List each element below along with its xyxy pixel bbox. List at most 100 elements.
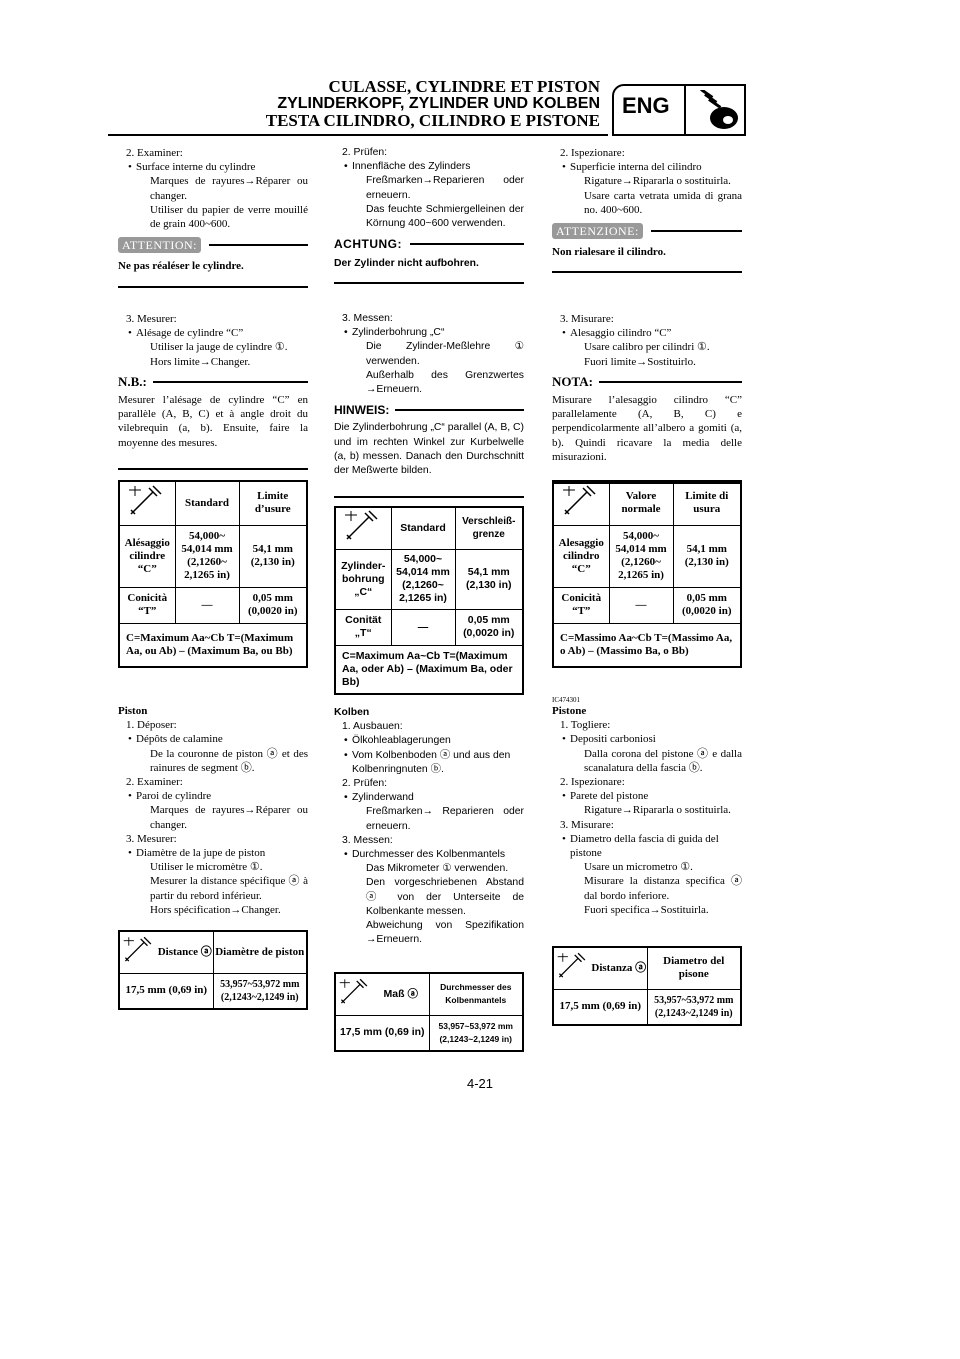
bullet-item: Ölkohleablagerungen <box>334 734 524 748</box>
piston-icon <box>700 90 738 129</box>
bullet-item: Diametro della fascia di guida del pisto… <box>552 832 742 860</box>
step-text: 3. Mesurer: <box>126 832 177 845</box>
note-label: HINWEIS: <box>334 403 390 418</box>
section-title: Piston <box>118 705 148 717</box>
note-rule <box>395 409 524 412</box>
formula: C=Massimo Aa~Cb T=(Massimo Aa, o Ab) – (… <box>552 622 742 668</box>
row-limit: 0,05 mm (0,0020 in) <box>672 586 742 624</box>
spec-table: Standard Limite d’usure Alésaggio cilind… <box>118 480 308 668</box>
body-text: Außerhalb des Grenzwertes →Erneuern. <box>366 369 524 396</box>
body-text: Dalla corona del pistone ⓐ e dalla scana… <box>584 747 742 774</box>
body-text: Abweichung von Spezifikation →Erneuern. <box>366 920 524 946</box>
bullet-item: Parete del pistone <box>552 789 742 803</box>
fr-spec-table: Standard Limite d’usure Alésaggio cilind… <box>118 480 308 668</box>
section-titles: CULASSE, CYLINDRE ET PISTON ZYLINDERKOPF… <box>266 78 600 129</box>
bullet-item: Dépôts de calamine <box>118 732 308 746</box>
step-text: 1. Ausbauen: <box>342 721 403 733</box>
header-standard: Standard <box>390 506 456 550</box>
header-diameter: Diametro del pisone <box>646 946 742 990</box>
caution-rule <box>650 230 742 233</box>
caution-heading: ATTENTION: <box>118 237 308 254</box>
bullet-item: Alesaggio cilindro “C” <box>552 326 742 340</box>
note-rule <box>598 380 742 383</box>
divider <box>552 271 742 274</box>
badge-separator <box>684 86 686 134</box>
row-label: Alesaggio cilindro “C” <box>552 524 610 588</box>
body-text: Utiliser du papier de verre mouillé de g… <box>150 203 308 231</box>
body-text: Fuori specifica→Sostituirla. <box>584 903 709 916</box>
divider <box>334 496 524 499</box>
value-distance: 17,5 mm (0,69 in) <box>118 972 214 1010</box>
body-text: Usare calibro per cilindri ①. <box>584 341 710 354</box>
eng-label: ENG <box>622 93 670 118</box>
body-text: Hors limite→Changer. <box>150 355 251 368</box>
body-text: Fuori limite→Sostituirlo. <box>584 355 696 368</box>
divider <box>118 467 308 470</box>
bullet-item: Superficie interna del cilindro <box>552 160 742 174</box>
row-limit: 54,1 mm (2,130 in) <box>672 524 742 588</box>
bullet-item: Zylinderwand <box>334 791 524 805</box>
bullet-item: Surface interne du cylindre <box>118 160 308 174</box>
body-text: Den vorgeschriebenen Abstand ⓐ von der U… <box>366 877 524 917</box>
row-limit: 54,1 mm (2,130 in) <box>238 524 308 588</box>
it-piston-block: IC474301 Pistone 1. Togliere: Depositi c… <box>552 696 742 917</box>
row-label: Alésaggio cilindre “C” <box>118 524 176 588</box>
bullet-item: Diamètre de la jupe de piston <box>118 846 308 860</box>
de-piston-block: Kolben 1. Ausbauen: Ölkohleablagerungen … <box>334 706 524 947</box>
value-diameter: 53,957~53,972 mm (2,1243~2,1249 in) <box>212 972 308 1010</box>
tool-icon-cell <box>334 506 392 550</box>
body-text: Misurare la distanza specifica ⓐ dal bor… <box>584 875 742 902</box>
body-text: Marques de rayures→Réparer ou changer. <box>150 175 308 202</box>
row-limit: 0,05 mm (0,0020 in) <box>238 586 308 624</box>
step-text: 3. Messen: <box>342 834 393 846</box>
note-heading: HINWEIS: <box>334 403 524 417</box>
tool-icon-cell <box>552 480 610 526</box>
body-text: Die Zylinder-Meßlehre ① verwenden. <box>366 341 524 367</box>
title-de: ZYLINDERKOPF, ZYLINDER UND KOLBEN <box>277 95 600 112</box>
row-standard: — <box>608 586 674 624</box>
title-it: TESTA CILINDRO, CILINDRO E PISTONE <box>265 111 600 130</box>
tool-icon-cell <box>334 972 373 1016</box>
caution-label: ATTENTION: <box>118 237 201 254</box>
tool-icon-cell <box>118 480 176 526</box>
body-text: Das Mikrometer ① verwenden. <box>366 863 509 875</box>
de-examine-block: 2. Prüfen: Innenfläche des Zylinders Fre… <box>334 146 524 284</box>
header-standard: Valore normale <box>608 480 674 526</box>
wrench-icon <box>339 979 367 1004</box>
value-diameter: 53,957~53,972 mm (2,1243~2,1249 in) <box>428 1014 524 1052</box>
bullet-item: Depositi carboniosi <box>552 732 742 746</box>
bullet-item: Durchmesser des Kolbenmantels <box>334 848 524 862</box>
header-limit: Limite di usura <box>672 480 742 526</box>
header-distance: Maß ⓐ <box>373 972 430 1016</box>
body-text: Usare un micrometro ①. <box>584 861 693 874</box>
caution-label: ATTENZIONE: <box>552 223 643 240</box>
body-text: De la couronne de piston ⓐ et des rainur… <box>150 747 308 774</box>
step-text: 3. Messen: <box>342 313 393 324</box>
step-text: 1. Togliere: <box>560 719 611 732</box>
wrench-icon <box>123 937 151 962</box>
note-text: Misurare l’alesaggio cilindro “C” parall… <box>552 394 742 463</box>
fr-piston-block: Piston 1. Déposer: Dépôts de calamine De… <box>118 704 308 917</box>
eng-badge: ENG <box>612 84 746 136</box>
header-limit: Verschleiß-grenze <box>454 506 524 550</box>
divider <box>118 285 308 288</box>
row-limit: 0,05 mm (0,0020 in) <box>454 608 524 646</box>
row-label: Conicità “T” <box>552 586 610 624</box>
caution-text: Ne pas réaléser le cylindre. <box>118 260 244 273</box>
value-distance: 17,5 mm (0,69 in) <box>334 1014 430 1052</box>
step-text: 2. Ispezionare: <box>560 147 625 159</box>
de-piston-table: Maß ⓐ Durchmesser des Kolbenmantels 17,5… <box>334 972 524 1052</box>
section-title: Pistone <box>552 705 587 717</box>
spec-table: Valore normale Limite di usura Alesaggio… <box>552 480 742 668</box>
header-distance: Distanza ⓐ <box>591 946 648 990</box>
note-rule <box>152 380 308 383</box>
bullet-item: Zylinderbohrung „C“ <box>334 326 524 340</box>
row-limit: 54,1 mm (2,130 in) <box>454 548 524 610</box>
row-standard: — <box>390 608 456 646</box>
step-text: 3. Mesurer: <box>126 313 177 325</box>
step-text: 2. Examiner: <box>126 147 183 159</box>
caution-heading: ACHTUNG: <box>334 237 524 252</box>
wrench-icon <box>563 485 596 515</box>
piston-table: Distance ⓐ Diamètre de piston 17,5 mm (0… <box>118 930 308 1010</box>
body-text: Rigature→Ripararla o sostituirla. <box>584 175 731 188</box>
